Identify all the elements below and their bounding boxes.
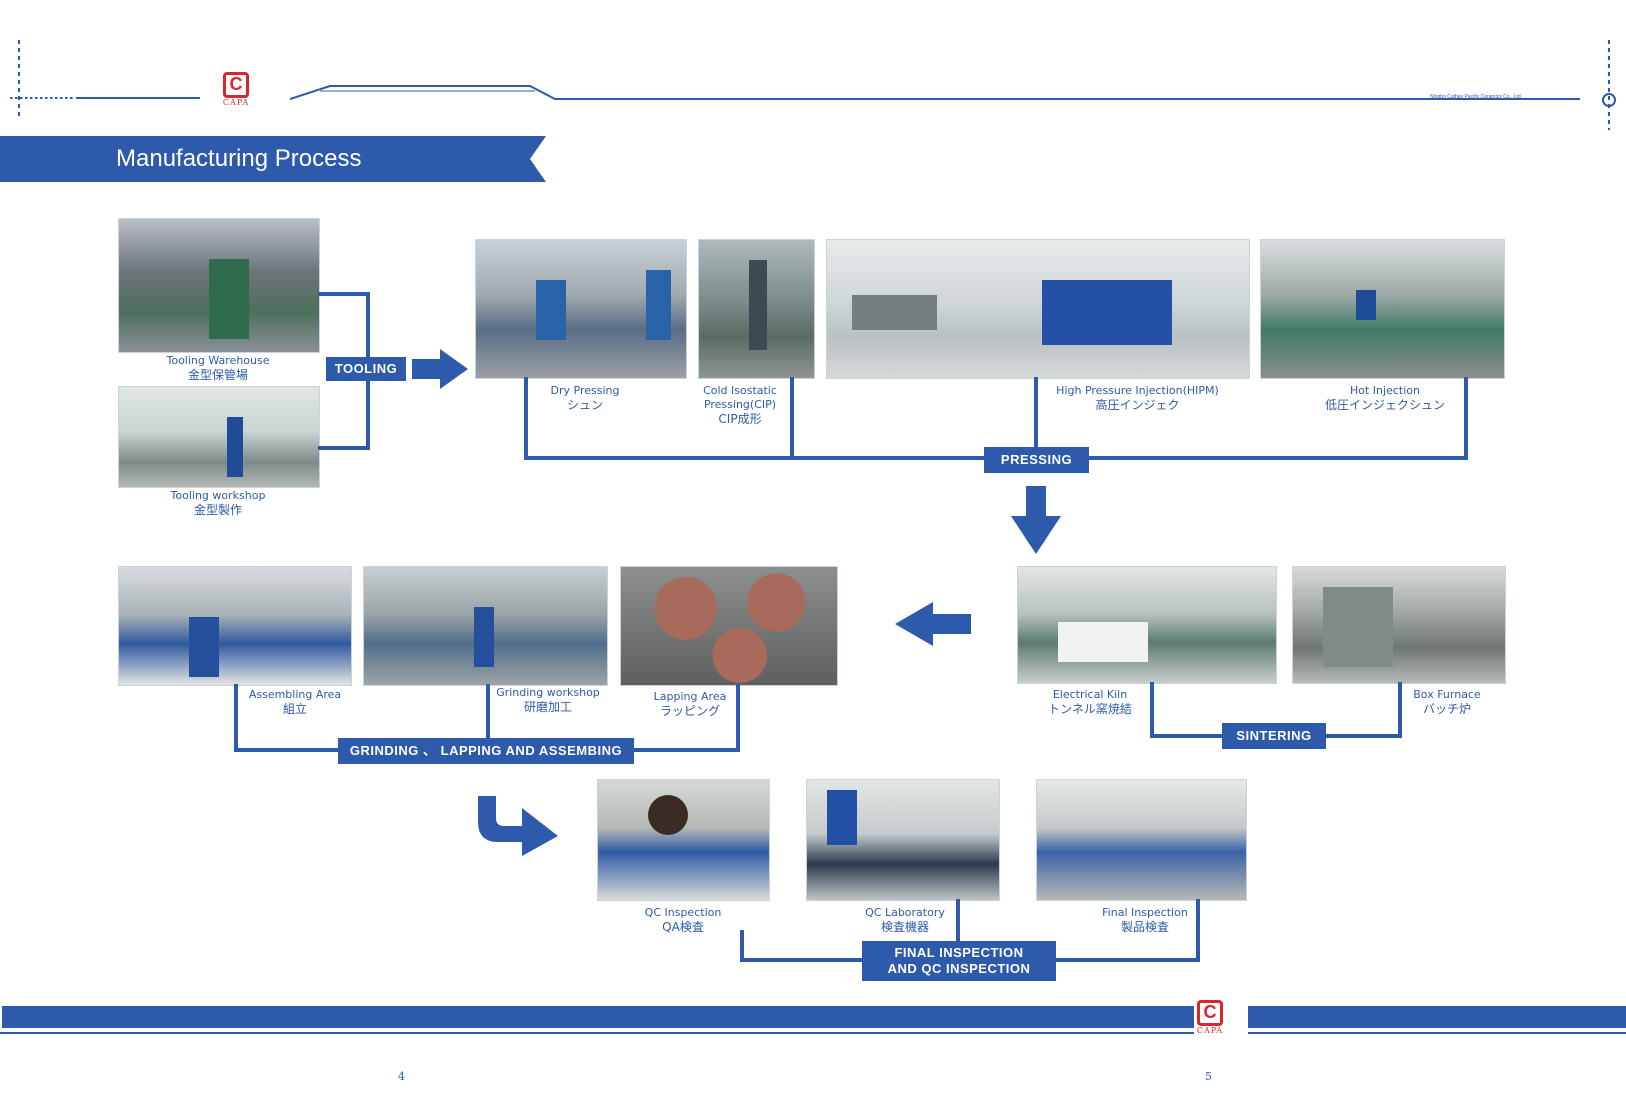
stage-tooling: TOOLING [326,357,406,381]
caption-en: Box Furnace [1413,688,1481,701]
caption-jp: シュン [566,398,603,412]
connector [956,899,960,941]
connector [790,377,794,460]
footer-logo: C CAPA [1194,1000,1226,1035]
logo-text: CAPA [1196,1026,1224,1035]
stage-label-line-1: FINAL INSPECTION [894,945,1024,960]
caption-en: Hot Injection [1350,384,1420,397]
connector [524,377,528,460]
caption-jp: 高圧インジェク [1095,398,1180,412]
photo-qc-laboratory [806,779,1000,901]
stage-label-line-2: AND QC INSPECTION [887,961,1031,976]
photo-hot-injection [1260,239,1505,379]
caption-jp: QA検査 [662,920,704,934]
photo-final-inspection [1036,779,1247,901]
caption-jp: CIP成形 [718,412,762,426]
company-name: Ningbo Cathay Pacific Ceramics Co., Ltd. [1430,94,1522,100]
caption-jp: ラッピング [659,704,720,718]
connector [318,292,370,296]
photo-grinding-workshop [363,566,608,686]
connector [1034,377,1038,447]
caption-en: Assembling Area [248,688,342,701]
caption-jp: 金型製作 [193,503,242,517]
caption-en: High Pressure Injection(HIPM) [1056,384,1219,397]
connector [740,930,744,962]
header-logo: C CAPA [220,72,252,107]
caption-en: Tooling Warehouse [166,354,270,367]
logo-mark: C [1197,1000,1223,1026]
photo-electrical-kiln [1017,566,1277,684]
arrow-down-icon [1011,486,1061,554]
stage-sintering: SINTERING [1222,723,1326,749]
stage-pressing: PRESSING [984,447,1089,473]
caption-jp: 研磨加工 [523,700,572,714]
logo-mark: C [223,72,249,98]
caption-en-2: Pressing(CIP) [703,398,777,411]
connector [1398,682,1402,738]
caption-en: QC Laboratory [865,906,945,919]
caption-en: Electrical Kiln [1052,688,1128,701]
connector [736,684,740,752]
caption-jp: 金型保管場 [187,368,248,382]
photo-assembling-area [118,566,352,686]
photo-cold-isostatic-pressing [698,239,815,379]
connector [1150,682,1154,738]
caption-jp: バッチ炉 [1422,702,1471,716]
photo-tooling-workshop [118,386,320,488]
caption-jp: トンネル窯焼結 [1048,702,1132,716]
arrow-left-icon [895,602,971,646]
connector [318,446,370,450]
stage-grinding-lapping-assembing: GRINDING 、 LAPPING AND ASSEMBING [338,738,634,764]
connector [486,684,490,752]
page-number-left: 4 [398,1070,405,1083]
photo-box-furnace [1292,566,1506,684]
caption-en: Dry Pressing [550,384,620,397]
caption-jp: 製品検査 [1120,920,1169,934]
logo-text: CAPA [222,98,250,107]
connector [234,684,238,752]
caption-jp: 組立 [282,702,307,716]
stage-final-inspection: FINAL INSPECTION AND QC INSPECTION [862,941,1056,981]
photo-qc-inspection [597,779,770,901]
caption-jp: 低圧インジェクシュン [1324,398,1445,412]
footer-line [1248,1032,1626,1034]
footer-line [0,1032,1194,1034]
arrow-right-icon [412,349,468,389]
caption-en: Final Inspection [1102,906,1188,919]
caption-en: Grinding workshop [496,686,600,699]
photo-tooling-warehouse [118,218,320,353]
footer-bar-left [2,1006,1194,1028]
caption-en: Lapping Area [653,690,727,703]
connector [1196,899,1200,962]
footer-bar-right [1248,1006,1626,1028]
photo-high-pressure-injection [826,239,1250,379]
caption-jp: 検査機器 [880,920,929,934]
page-number-right: 5 [1205,1070,1212,1083]
photo-lapping-area [620,566,838,686]
page-title: Manufacturing Process [116,145,362,172]
caption-en: Cold Isostatic [703,384,777,397]
connector [1464,377,1468,460]
photo-dry-pressing [475,239,687,379]
caption-en: QC Inspection [644,906,722,919]
arrow-elbow-icon [478,796,558,856]
caption-en: Tooling workshop [170,489,266,502]
title-banner [0,136,546,182]
